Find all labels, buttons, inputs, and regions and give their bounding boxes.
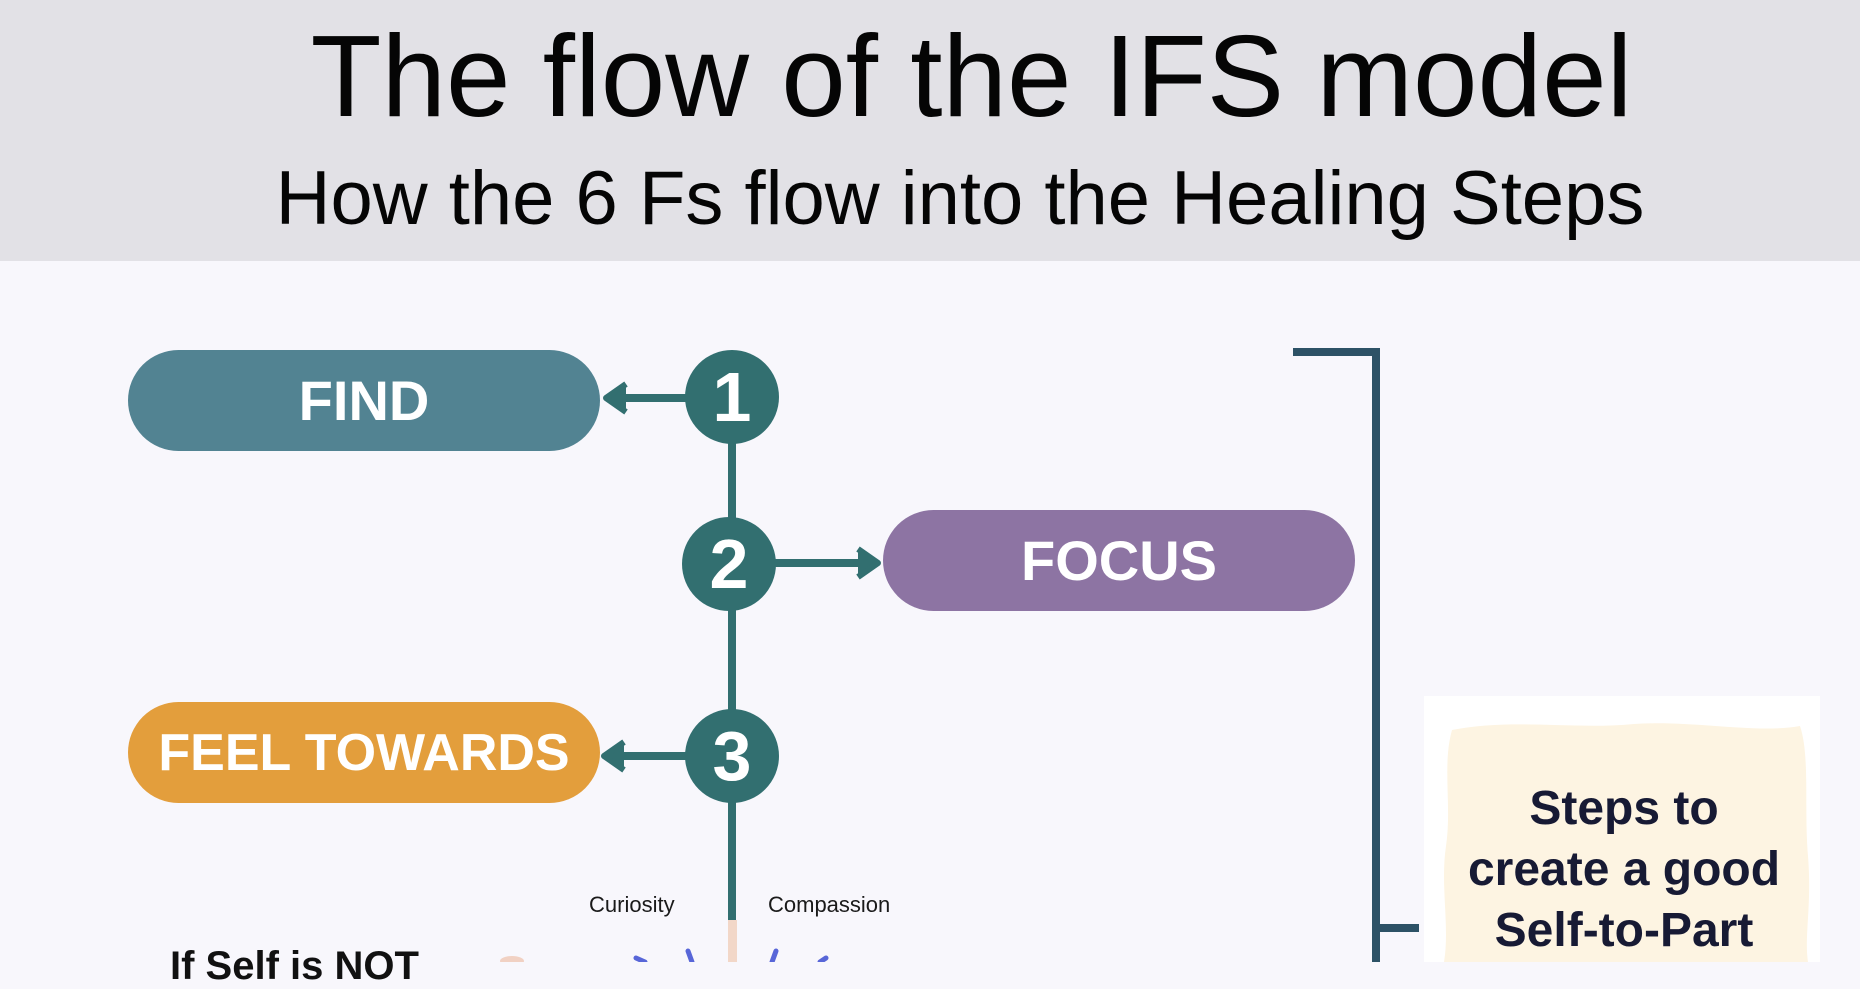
step-label: FEEL TOWARDS bbox=[158, 723, 570, 782]
branch-text: If Self is NOT bbox=[170, 944, 419, 988]
ray bbox=[769, 948, 779, 962]
ray bbox=[633, 955, 648, 962]
decoration-blob bbox=[500, 956, 524, 962]
step-number-1: 1 bbox=[685, 350, 779, 444]
note-card bbox=[1424, 696, 1820, 962]
arrow-find-head bbox=[603, 381, 628, 415]
note-line: create a good bbox=[1467, 843, 1781, 896]
note-paper bbox=[1444, 723, 1810, 962]
note-text: Steps to create a good Self-to-Part bbox=[1424, 778, 1824, 961]
step-number-text: 2 bbox=[709, 525, 749, 603]
bracket-line bbox=[1293, 348, 1380, 962]
step-number-2: 2 bbox=[682, 517, 776, 611]
note-line: Steps to bbox=[1529, 782, 1719, 835]
spine-highlight bbox=[728, 920, 737, 962]
step-label: FIND bbox=[298, 369, 430, 432]
arrow-feel-head bbox=[601, 739, 626, 773]
page-subtitle: How the 6 Fs flow into the Healing Steps bbox=[275, 156, 1645, 241]
connector-layer bbox=[500, 348, 1419, 962]
quality-curiosity: Curiosity bbox=[589, 892, 675, 917]
quality-compassion: Compassion bbox=[768, 892, 891, 917]
arrow-focus-head bbox=[856, 546, 881, 580]
step-pill-feel-towards: FEEL TOWARDS bbox=[128, 702, 600, 803]
step-pill-focus: FOCUS bbox=[883, 510, 1355, 611]
step-number-text: 1 bbox=[712, 358, 752, 436]
step-number-3: 3 bbox=[685, 709, 779, 803]
page-title: The flow of the IFS model bbox=[310, 11, 1633, 141]
ray bbox=[817, 955, 829, 962]
step-label: FOCUS bbox=[1021, 529, 1217, 592]
ray bbox=[685, 948, 695, 962]
note-line: Self-to-Part bbox=[1494, 904, 1754, 957]
header-band: The flow of the IFS model How the 6 Fs f… bbox=[0, 0, 1860, 261]
step-pill-find: FIND bbox=[128, 350, 600, 451]
step-number-text: 3 bbox=[712, 717, 752, 795]
